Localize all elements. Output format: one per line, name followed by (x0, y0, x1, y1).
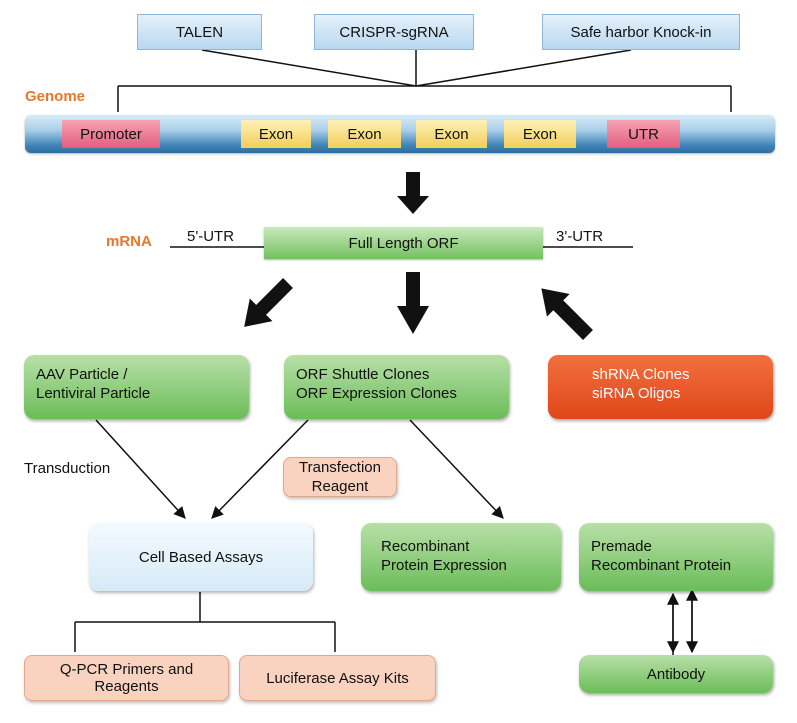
shrna-line-2: siRNA Oligos (592, 385, 681, 402)
crispr-label: CRISPR-sgRNA (339, 23, 449, 41)
aav-line-1: AAV Particle / (36, 366, 128, 383)
exon-segment-3: Exon (416, 120, 487, 148)
crispr-box: CRISPR-sgRNA (314, 14, 474, 50)
premade-protein-box: Premade Recombinant Protein (579, 523, 773, 591)
qpcr-line-2: Reagents (94, 678, 159, 695)
exon-segment-4: Exon (504, 120, 576, 148)
utr-label: UTR (628, 125, 659, 143)
transfection-reagent-box: Transfection Reagent (283, 457, 397, 497)
transduction-label: Transduction (24, 460, 111, 477)
utr3-label: 3'-UTR (556, 228, 604, 245)
luciferase-box: Luciferase Assay Kits (239, 655, 436, 701)
exon-label-2: Exon (347, 125, 382, 143)
exon-segment-1: Exon (241, 120, 311, 148)
safe-harbor-box: Safe harbor Knock-in (542, 14, 740, 50)
luciferase-label: Luciferase Assay Kits (266, 669, 409, 687)
talen-label: TALEN (175, 23, 224, 41)
orf-clones-line-2: ORF Expression Clones (296, 385, 457, 402)
cell-assays-label: Cell Based Assays (138, 548, 264, 566)
recombinant-expression-box: Recombinant Protein Expression (361, 523, 561, 591)
utr-segment: UTR (607, 120, 680, 148)
premade-line-2: Recombinant Protein (591, 557, 732, 574)
mrna-label: mRNA (106, 233, 152, 250)
assay-tree-lines (74, 592, 336, 652)
thick-arrow-down-orf (397, 272, 429, 334)
exon-label-1: Exon (258, 125, 294, 143)
transfection-line-1: Transfection (299, 459, 381, 476)
antibody-label: Antibody (646, 665, 706, 683)
premade-line-1: Premade (591, 538, 652, 555)
recombinant-line-2: Protein Expression (381, 557, 507, 574)
cell-based-assays-box: Cell Based Assays (89, 523, 313, 591)
aav-line-2: Lentiviral Particle (36, 385, 151, 402)
utr5-label: 5'-UTR (187, 228, 235, 245)
qpcr-line-1: Q-PCR Primers and (59, 661, 194, 678)
aav-lentiviral-box: AAV Particle / Lentiviral Particle (24, 355, 249, 419)
antibody-box: Antibody (579, 655, 773, 693)
thick-arrow-down-genome (397, 172, 429, 214)
promoter-segment: Promoter (62, 120, 160, 148)
orf-clones-line-1: ORF Shuttle Clones (296, 366, 430, 383)
thick-arrow-up-left (541, 288, 593, 340)
orf-clones-box: ORF Shuttle Clones ORF Expression Clones (284, 355, 509, 419)
qpcr-box: Q-PCR Primers and Reagents (24, 655, 229, 701)
tool-tree-lines (117, 49, 732, 112)
exon-label-4: Exon (522, 125, 558, 143)
recombinant-line-1: Recombinant (381, 538, 470, 555)
talen-box: TALEN (137, 14, 262, 50)
thick-arrow-down-left (244, 278, 293, 327)
safe-harbor-label: Safe harbor Knock-in (570, 23, 712, 41)
exon-label-3: Exon (434, 125, 469, 143)
exon-segment-2: Exon (328, 120, 401, 148)
promoter-label: Promoter (80, 125, 142, 143)
shrna-box: shRNA Clones siRNA Oligos (548, 355, 773, 419)
shrna-line-1: shRNA Clones (592, 366, 690, 383)
orf-label: Full Length ORF (348, 234, 459, 252)
genome-label: Genome (25, 88, 86, 105)
orf-box: Full Length ORF (264, 227, 543, 259)
transfection-line-2: Reagent (311, 478, 369, 495)
